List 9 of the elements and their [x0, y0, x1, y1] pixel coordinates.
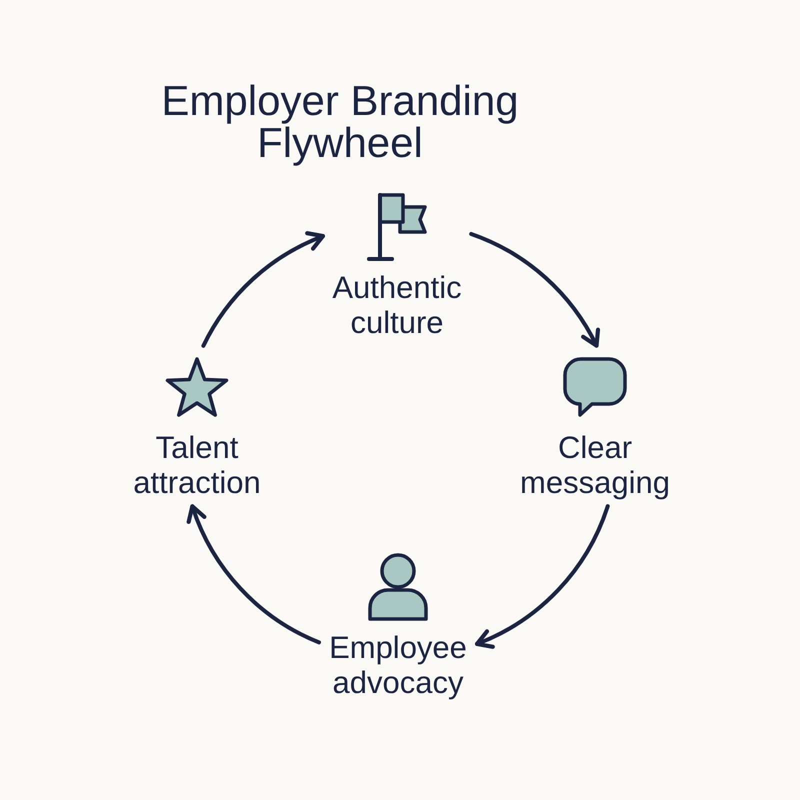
title: Employer Branding Flywheel — [160, 80, 520, 164]
node-label: Authentic culture — [331, 270, 463, 340]
node-label: Employee advocacy — [328, 630, 468, 700]
node-label: Talent attraction — [132, 430, 262, 500]
curved-arrow — [469, 232, 600, 348]
node-label: Clear messaging — [519, 430, 671, 500]
curved-arrow — [188, 504, 321, 644]
curved-arrow — [201, 232, 326, 348]
curved-arrow — [475, 504, 610, 648]
